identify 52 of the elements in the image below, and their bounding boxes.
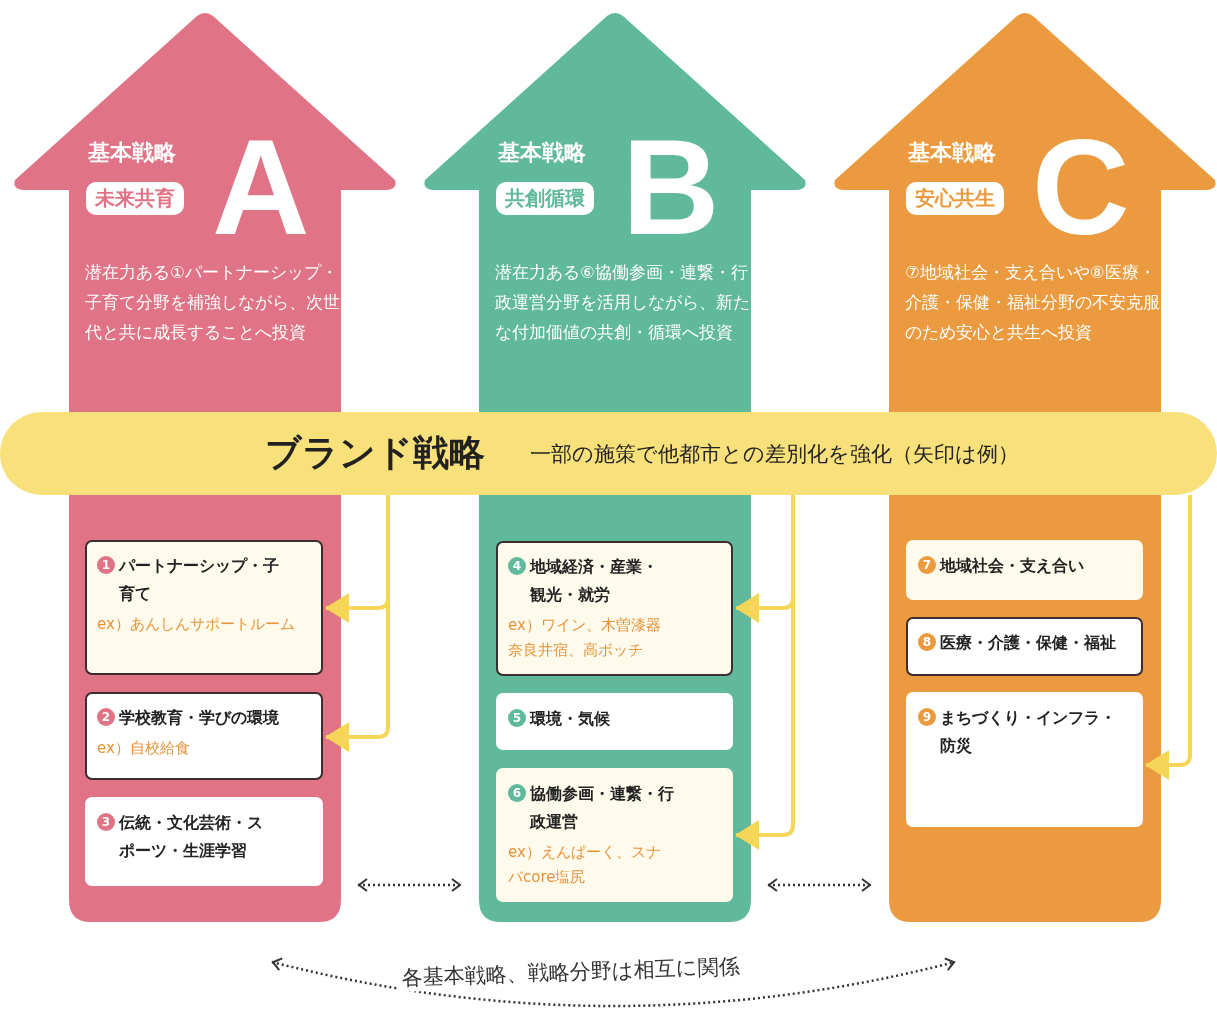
arrow (325, 495, 390, 752)
band-note: 一部の施策で他都市との差別化を強化（矢印は例） (530, 441, 1019, 468)
category-box (496, 541, 733, 676)
dotted-double-arrow (358, 878, 461, 892)
category-box (906, 540, 1143, 600)
category-box (85, 692, 323, 780)
strategy-description: 潜在力ある①パートナーシップ・子育て分野を補強しながら、次世代と共に成長することへ投資 (85, 262, 340, 344)
number-badge: 9 (918, 708, 936, 726)
category-title: 協働参画・連繋・行政運営 (530, 783, 675, 833)
number-badge: 6 (508, 784, 526, 802)
strategy-letter: B (622, 120, 720, 255)
arrow (735, 495, 795, 850)
number-badge: 8 (918, 633, 936, 651)
category-box (85, 540, 323, 675)
strategy-description: ⑦地域社会・支え合いや⑧医療・介護・保健・福祉分野の不安克服のため安心と共生へ投資 (905, 262, 1160, 344)
number-badge: 1 (97, 556, 115, 574)
strategy-name-tag: 未来共育 (86, 182, 184, 215)
band-heading: ブランド戦略 (265, 431, 485, 475)
strategy-letter: A (212, 120, 310, 255)
category-title: 地域経済・産業・観光・就労 (530, 556, 659, 606)
category-box (906, 617, 1143, 676)
dotted-double-arrow (768, 878, 871, 892)
category-title: 地域社会・支え合い (940, 555, 1085, 577)
category-title: パートナーシップ・子育て (119, 555, 279, 605)
category-box (906, 692, 1143, 827)
category-title: 学校教育・学びの環境 (119, 707, 280, 729)
category-title: 環境・気候 (530, 708, 611, 730)
number-badge: 5 (508, 709, 526, 727)
strategy-heading: 基本戦略 (88, 139, 176, 167)
category-title: まちづくり・インフラ・防災 (940, 707, 1117, 757)
example-text: ex）自校給食 (97, 738, 191, 759)
strategy-name-tag: 共創循環 (496, 182, 594, 215)
number-badge: 4 (508, 557, 526, 575)
brand-strategy-band (0, 412, 1217, 495)
strategy-letter: C (1032, 120, 1130, 255)
strategy-name-tag: 安心共生 (906, 182, 1004, 215)
example-text: ex）あんしんサポートルーム (97, 614, 296, 635)
number-badge: 2 (97, 708, 115, 726)
example-text: ex）えんぱーく、スナバcore塩尻 (508, 842, 662, 888)
number-badge: 7 (918, 556, 936, 574)
category-box (496, 768, 733, 902)
dotted-double-arrow (271, 957, 956, 1008)
example-text: ex）ワイン、木曽漆器奈良井宿、高ボッチ (508, 615, 662, 661)
strategy-description: 潜在力ある⑥協働参画・連繋・行政運営分野を活用しながら、新たな付加価値の共創・循環へ投資 (495, 262, 750, 344)
strategy-heading: 基本戦略 (498, 139, 586, 167)
category-title: 医療・介護・保健・福祉 (940, 632, 1117, 654)
number-badge: 3 (97, 813, 115, 831)
strategy-heading: 基本戦略 (908, 139, 996, 167)
category-title: 伝統・文化芸術・スポーツ・生涯学習 (119, 812, 264, 862)
category-box (496, 693, 733, 750)
arrow (1145, 495, 1192, 780)
category-box (85, 797, 323, 886)
